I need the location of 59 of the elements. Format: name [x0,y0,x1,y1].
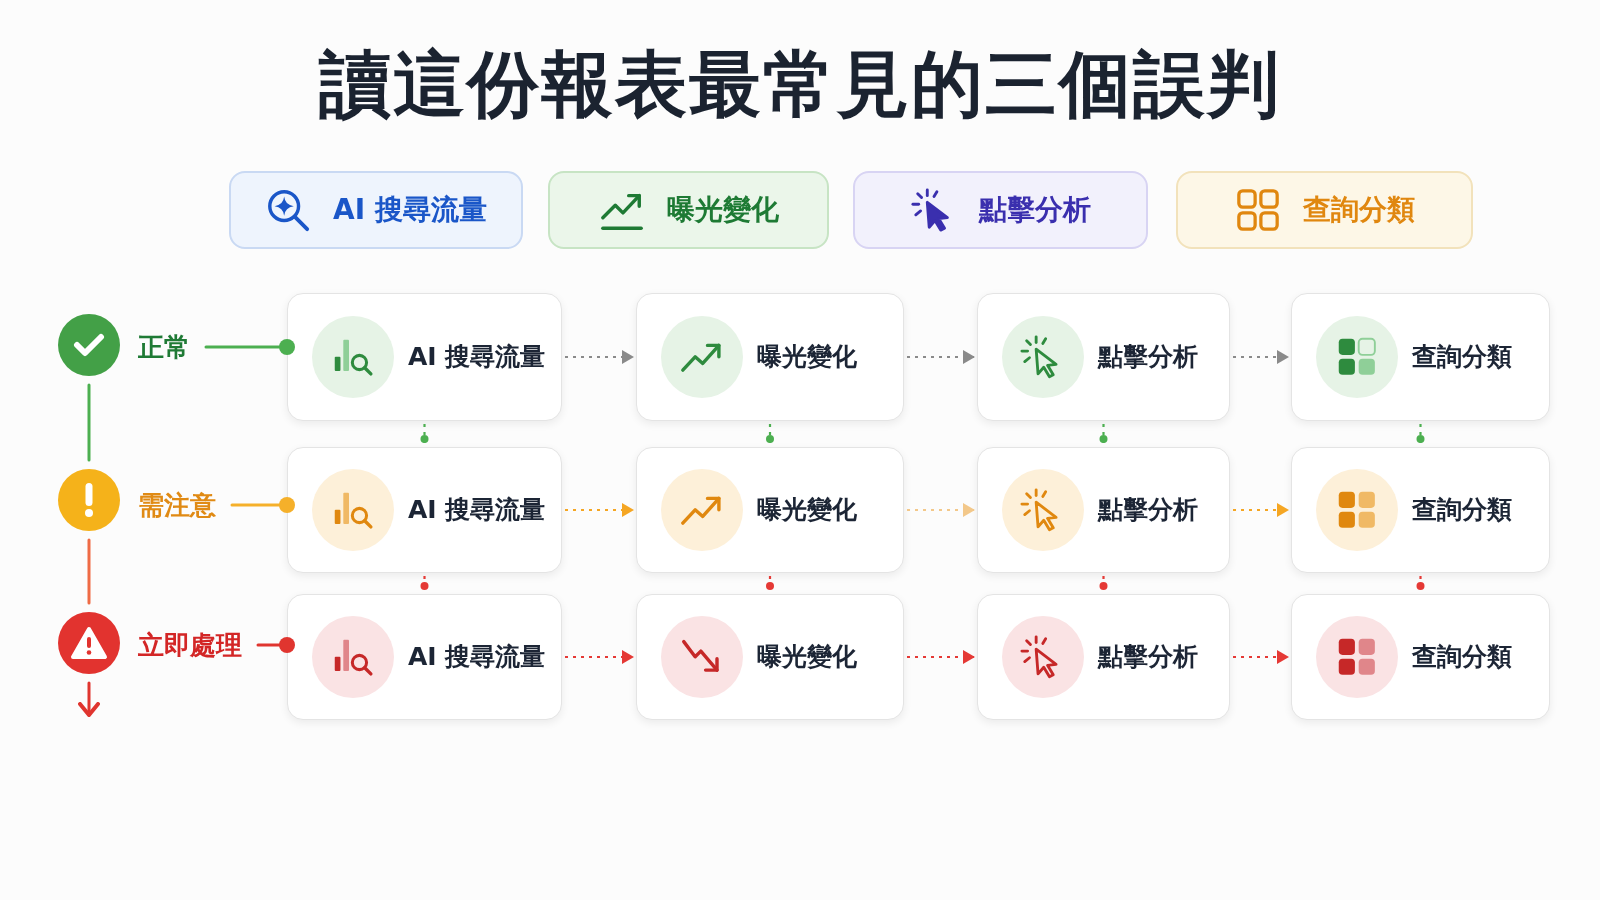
dotted-connector [1099,424,1108,445]
dotted-connector [420,576,429,592]
title: 讀這份報表最常見的三個誤判 [319,41,1281,128]
card-title: 查詢分類 [1412,642,1512,672]
dotted-connector [1416,576,1425,592]
metric-card [636,594,904,720]
dotted-connector [766,576,774,592]
metric-card [977,447,1230,573]
dotted-arrow [565,503,634,517]
metric-card [287,293,562,421]
category-pill [548,171,829,249]
category-label: AI 搜尋流量 [333,193,487,227]
dotted-connector [420,424,429,445]
dotted-arrow [565,350,634,364]
dotted-connector [1099,576,1108,592]
category-label: 曝光變化 [666,193,779,227]
card-title: 曝光變化 [757,642,857,672]
arrow [78,681,100,717]
card-title: 點擊分析 [1098,495,1198,525]
connector-line [87,383,91,462]
card-title: 點擊分析 [1098,642,1198,672]
category-pill [853,171,1148,249]
connector-line [204,339,295,355]
status-label: 立即處理 [138,627,242,663]
category-label: 查詢分類 [1302,193,1415,227]
metric-card [636,293,904,421]
category-pill [229,171,523,249]
connector-line [87,538,91,605]
card-title: 曝光變化 [757,342,857,372]
metric-card [287,594,562,720]
metric-card [977,293,1230,421]
card-title: 曝光變化 [757,495,857,525]
card-title: 查詢分類 [1412,342,1512,372]
card-title: 查詢分類 [1412,495,1512,525]
dotted-arrow [907,350,975,364]
metric-card [1291,594,1550,720]
status-label: 需注意 [138,487,216,523]
metric-card [287,447,562,573]
dotted-arrow [907,650,975,664]
metric-card [1291,293,1550,421]
dotted-arrow [565,650,634,664]
card-title: AI 搜尋流量 [408,495,546,525]
dotted-arrow [1233,503,1289,517]
connector-line [230,497,295,513]
card-title: AI 搜尋流量 [408,342,546,372]
dotted-connector [766,424,774,445]
connector-line [256,637,295,653]
dotted-arrow [1233,350,1289,364]
dotted-arrow [907,503,975,517]
metric-card [1291,447,1550,573]
metric-card [977,594,1230,720]
category-pill [1176,171,1473,249]
card-title: AI 搜尋流量 [408,642,546,672]
dotted-connector [1416,424,1425,445]
category-label: 點擊分析 [978,193,1091,227]
status-label: 正常 [138,329,190,365]
metric-card [636,447,904,573]
card-title: 點擊分析 [1098,342,1198,372]
dotted-arrow [1233,650,1289,664]
